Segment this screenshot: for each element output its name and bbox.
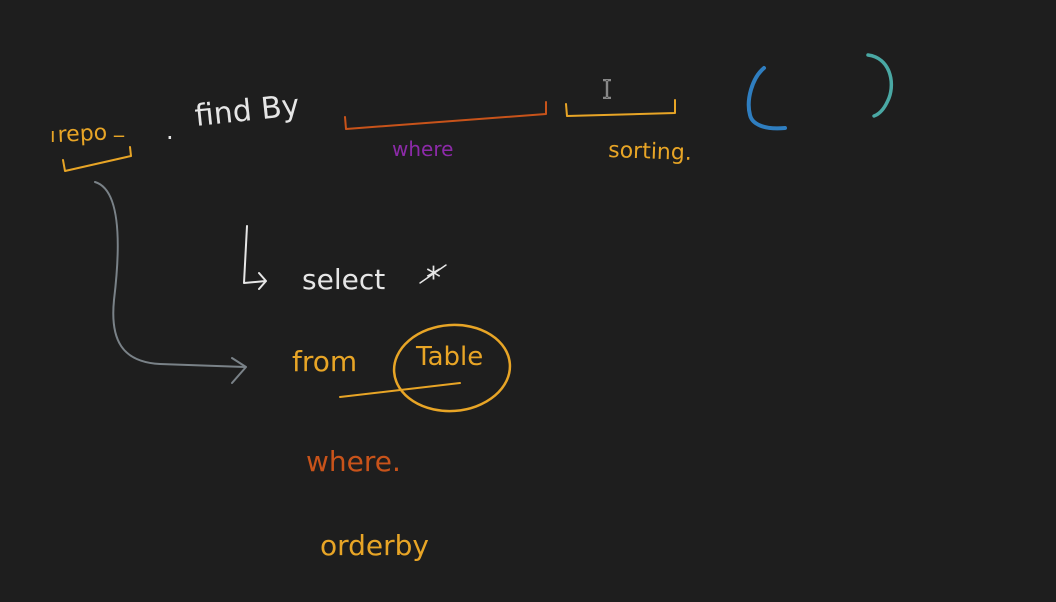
orderby-label: orderby xyxy=(320,529,429,562)
select-arrow xyxy=(243,225,267,290)
right-paren xyxy=(866,53,894,118)
yellow-bracket xyxy=(565,99,676,117)
where-bracket-top: where xyxy=(344,101,547,161)
repo-tick: ı xyxy=(50,123,56,147)
where-label-top: where xyxy=(392,137,453,161)
sorting-bracket: sorting. xyxy=(565,99,692,166)
table-circle-group: Table xyxy=(392,323,512,413)
table-circle xyxy=(392,323,512,413)
repo-to-table-arrow xyxy=(94,181,246,368)
from-label: from xyxy=(292,345,357,378)
select-label: select xyxy=(302,263,385,296)
find-by-label: find By xyxy=(193,88,301,134)
repo-bracket xyxy=(62,146,132,172)
orange-bracket xyxy=(344,101,547,130)
sorting-label: sorting. xyxy=(608,138,692,166)
repo-note: ı repo _ xyxy=(50,113,132,172)
table-label: Table xyxy=(415,342,483,372)
text-cursor-icon xyxy=(603,79,611,99)
arrow-head xyxy=(231,357,247,384)
star-strike xyxy=(419,264,447,284)
repo-dash: _ xyxy=(113,113,125,137)
left-paren xyxy=(746,66,787,131)
star-glyph: * xyxy=(426,261,441,296)
star-icon: * xyxy=(419,261,447,296)
where-label-bottom: where. xyxy=(306,445,401,478)
dot-separator: . xyxy=(166,117,174,145)
repo-label: repo xyxy=(57,120,108,148)
